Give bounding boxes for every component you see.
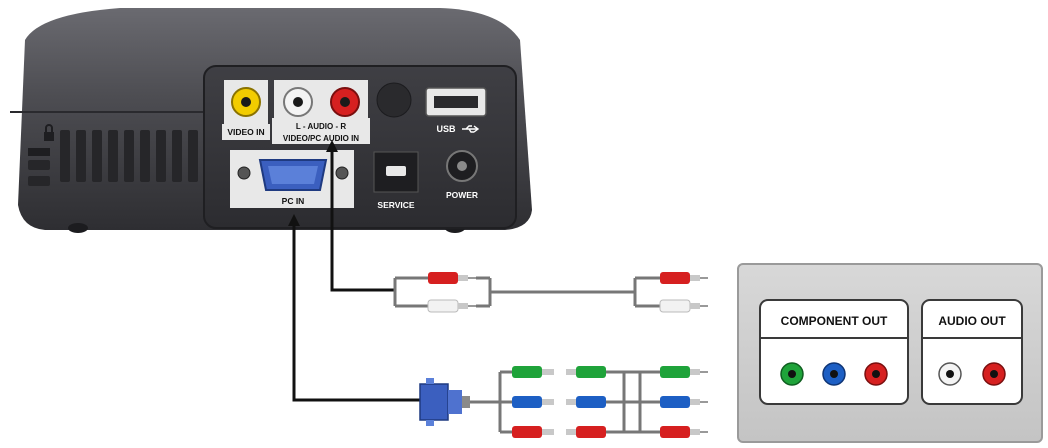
component-plug-blue xyxy=(660,396,708,408)
video-pc-audio-in-label: VIDEO/PC AUDIO IN xyxy=(283,134,359,143)
component-plug-red xyxy=(512,426,554,438)
component-out-jack-red[interactable] xyxy=(864,362,888,386)
rca-plug-white xyxy=(659,299,708,313)
pc-in-label: PC IN xyxy=(282,196,305,206)
vent-grille xyxy=(28,130,198,186)
lock-slot xyxy=(28,148,50,156)
component-out-jack-blue[interactable] xyxy=(822,362,846,386)
component-plug-red xyxy=(566,426,606,438)
power-label: POWER xyxy=(446,190,478,200)
service-port[interactable] xyxy=(386,166,406,176)
component-plug-green xyxy=(566,366,606,378)
rca-plug-red xyxy=(428,272,476,284)
projector: VIDEO IN L - AUDIO - R VIDEO/PC AUDIO IN… xyxy=(10,8,532,233)
rca-plug-white xyxy=(427,299,476,313)
service-label: SERVICE xyxy=(377,200,414,210)
audio-out-jack-red[interactable] xyxy=(982,362,1006,386)
screw-right xyxy=(335,166,349,180)
usb-label: USB xyxy=(436,124,456,134)
rca-plug-red xyxy=(660,272,708,284)
component-plug-blue xyxy=(566,396,606,408)
usb-icon xyxy=(462,125,480,133)
audio-lr-label: L - AUDIO - R xyxy=(296,122,346,131)
audio-cable xyxy=(393,272,708,313)
vga-plug xyxy=(419,378,470,426)
source-device: COMPONENT OUT AUDIO OUT xyxy=(737,263,1043,443)
vga-lead-line xyxy=(288,214,420,402)
component-out-jack-green[interactable] xyxy=(780,362,804,386)
screw-left xyxy=(237,166,251,180)
component-plug-green xyxy=(660,366,708,378)
audio-out-label: AUDIO OUT xyxy=(938,314,1006,328)
audio-out-jack-white[interactable] xyxy=(938,362,962,386)
lock-icon xyxy=(44,124,54,141)
component-out-label: COMPONENT OUT xyxy=(781,314,888,328)
audio-lead-line xyxy=(326,140,395,292)
component-plug-blue xyxy=(512,396,554,408)
component-cable xyxy=(419,366,708,438)
ir-sensor xyxy=(376,82,412,118)
component-plug-red xyxy=(660,426,708,438)
projector-foot xyxy=(68,223,88,233)
video-in-label: VIDEO IN xyxy=(227,127,264,137)
component-plug-green xyxy=(512,366,554,378)
